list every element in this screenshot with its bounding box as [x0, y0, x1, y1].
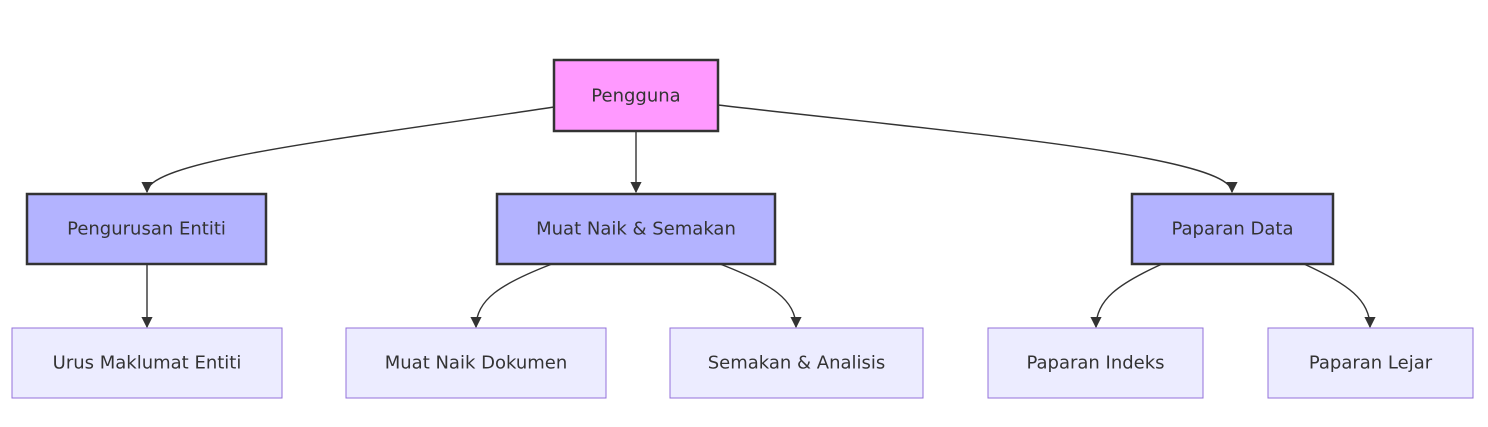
node-pengurusan-entiti-label: Pengurusan Entiti: [67, 219, 226, 240]
edge-pengguna-to-pengurusan: [141, 106, 555, 194]
node-semakan-analisis: Semakan & Analisis: [669, 327, 924, 399]
edge-pengguna-to-paparan: [717, 104, 1238, 194]
edges: [141, 104, 1376, 329]
edge-paparan-to-indeks: [1090, 263, 1163, 329]
node-semakan-analisis-label: Semakan & Analisis: [708, 353, 886, 374]
node-urus-maklumat-entiti-label: Urus Maklumat Entiti: [53, 353, 242, 374]
node-paparan-lejar-box: [1267, 327, 1474, 399]
node-paparan-data-label: Paparan Data: [1171, 219, 1293, 240]
node-pengguna-label: Pengguna: [591, 86, 680, 107]
node-muat-naik-semakan-box: [495, 192, 777, 266]
node-paparan-data-box: [1130, 192, 1335, 266]
edge-muat-naik-to-dokumen: [470, 263, 553, 329]
node-urus-maklumat-entiti-box: [11, 327, 283, 399]
node-muat-naik-dokumen: Muat Naik Dokumen: [345, 327, 607, 399]
node-paparan-lejar: Paparan Lejar: [1267, 327, 1474, 399]
node-paparan-indeks-box: [987, 327, 1204, 399]
node-paparan-lejar-label: Paparan Lejar: [1309, 353, 1433, 374]
node-pengguna-box: [552, 58, 720, 133]
node-pengguna: Pengguna: [552, 58, 720, 133]
edge-muat-naik-to-semakan: [719, 263, 802, 329]
node-pengurusan-entiti-box: [25, 192, 268, 266]
node-pengurusan-entiti: Pengurusan Entiti: [25, 192, 268, 266]
node-muat-naik-semakan-label: Muat Naik & Semakan: [536, 219, 736, 240]
node-muat-naik-dokumen-box: [345, 327, 607, 399]
node-muat-naik-semakan: Muat Naik & Semakan: [495, 192, 777, 266]
node-paparan-indeks: Paparan Indeks: [987, 327, 1204, 399]
node-semakan-analisis-box: [669, 327, 924, 399]
node-urus-maklumat-entiti: Urus Maklumat Entiti: [11, 327, 283, 399]
edge-paparan-to-lejar: [1303, 263, 1376, 329]
node-paparan-data: Paparan Data: [1130, 192, 1335, 266]
node-muat-naik-dokumen-label: Muat Naik Dokumen: [385, 353, 568, 374]
node-paparan-indeks-label: Paparan Indeks: [1026, 353, 1164, 374]
